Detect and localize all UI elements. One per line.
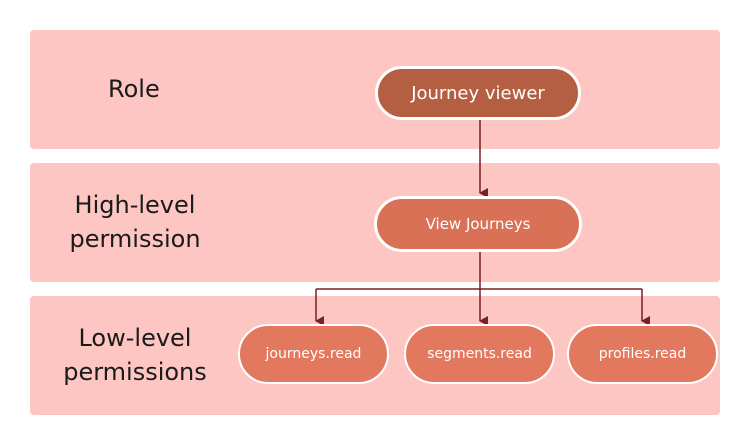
high-level-permission-label: High-level permission (69, 191, 201, 253)
role-label: Role (108, 74, 160, 103)
journey-viewer-node: Journey viewer (375, 66, 581, 120)
profiles-read-node: profiles.read (567, 324, 718, 384)
low-level-permissions-label: Low-level permissions (63, 324, 207, 386)
view-journeys-node: View Journeys (374, 196, 582, 252)
segments-read-node: segments.read (404, 324, 555, 384)
journeys-read-node: journeys.read (238, 324, 389, 384)
